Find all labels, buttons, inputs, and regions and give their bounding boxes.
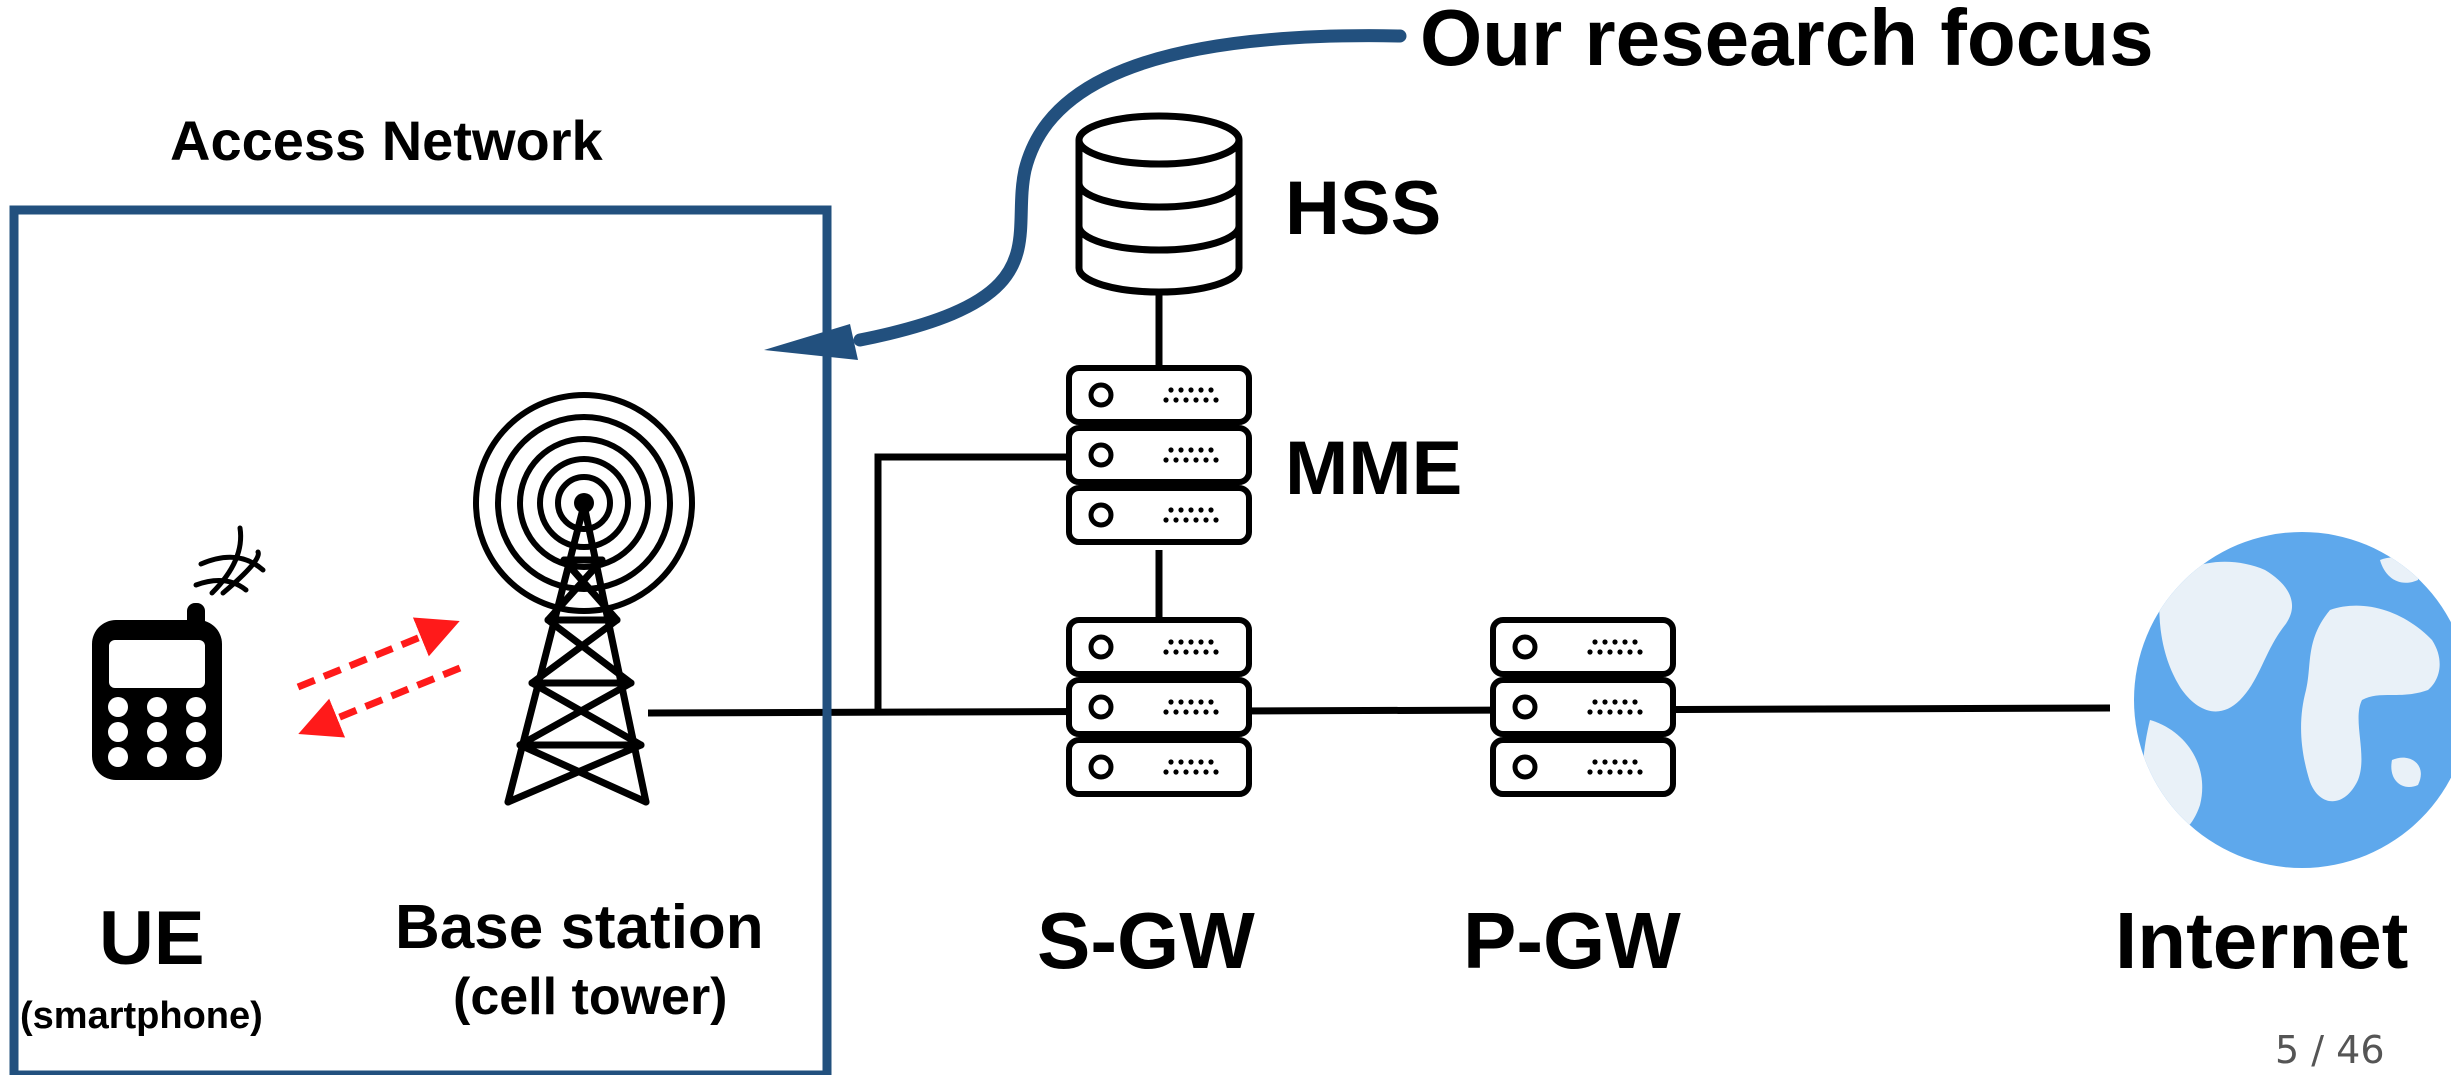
page-number: 5 / 46 [2275,1028,2385,1072]
connection-lines [647,290,2111,717]
cell-tower-icon [473,392,695,806]
mme-label: MME [1285,426,1463,511]
mme-base-station-link [874,453,1070,710]
database-icon [1075,112,1243,296]
backbone-link [647,704,2111,717]
sgw-label: S-GW [1037,896,1255,985]
globe-icon [2134,532,2451,868]
pgw-label: P-GW [1463,896,1681,985]
pgw-server-icon [1493,620,1673,794]
ue-sublabel: (smartphone) [20,995,263,1037]
internet-label: Internet [2115,896,2409,985]
base-station-label: Base station [395,893,764,962]
ue-label: UE [99,896,205,981]
base-station-sublabel: (cell tower) [453,968,728,1026]
research-focus-label: Our research focus [1420,0,2154,82]
access-network-title: Access Network [170,109,603,172]
research-focus-arrow [764,29,1407,360]
sgw-server-icon [1069,620,1249,794]
smartphone-icon [92,525,266,780]
hss-label: HSS [1285,166,1442,251]
mme-server-icon [1069,368,1249,542]
radio-link-arrows [296,617,462,738]
